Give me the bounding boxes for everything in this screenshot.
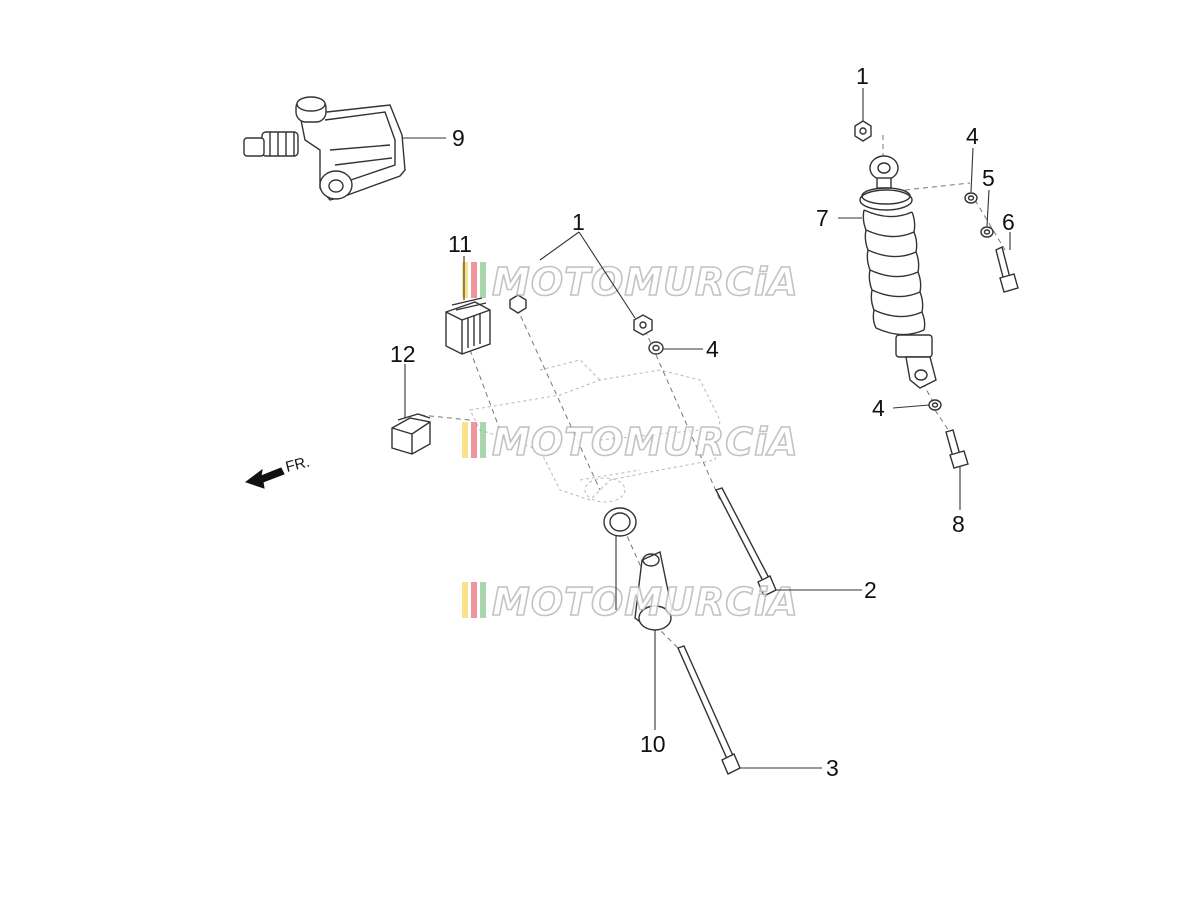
callout-numbers: 9 1 4 5 6 7 4 8 1 4 11 12 2 3 10 — [390, 63, 1015, 781]
arrow-left-icon — [244, 467, 285, 489]
callout-10: 10 — [640, 731, 666, 757]
watermark-stripe — [471, 422, 477, 458]
callout-4-right-bottom: 4 — [872, 395, 885, 421]
watermark-stripe — [462, 422, 468, 458]
part-6-bolt — [995, 245, 1019, 293]
ghost-linkage — [469, 359, 721, 503]
watermark-logo: MOTOMURCiA — [462, 579, 799, 625]
callout-2: 2 — [864, 577, 877, 603]
callout-4-right-top: 4 — [966, 123, 979, 149]
watermark-stripe — [480, 582, 486, 618]
watermark-stripe — [480, 422, 486, 458]
part-9-linkage-arm — [243, 96, 406, 201]
watermark-stripe — [471, 262, 477, 298]
direction-label: FR. — [284, 454, 312, 476]
part-7-shock-absorber — [859, 155, 937, 389]
leader-lines — [402, 88, 1011, 769]
callout-8: 8 — [952, 511, 965, 537]
callout-11: 11 — [448, 231, 472, 257]
part-2-long-bolt — [715, 487, 777, 597]
part-12-rubber-block — [391, 413, 431, 455]
watermark-logo: MOTOMURCiA — [462, 259, 799, 305]
watermark-stripe — [480, 262, 486, 298]
watermark-text: MOTOMURCiA — [492, 260, 799, 304]
watermark-stripe — [462, 262, 468, 298]
part-10-spacer — [603, 507, 673, 631]
part-3-long-bolt — [677, 645, 741, 775]
watermark-logo: MOTOMURCiA — [462, 419, 799, 465]
callout-3: 3 — [826, 755, 839, 781]
callout-7: 7 — [816, 205, 829, 231]
part-4-washer-mid — [648, 341, 664, 355]
callout-12: 12 — [390, 341, 416, 367]
watermark-stripe — [462, 582, 468, 618]
callout-9: 9 — [452, 125, 465, 151]
part-11-rubber-bushing — [445, 297, 491, 355]
watermark-text: MOTOMURCiA — [492, 420, 799, 464]
part-4-washer-right-top — [964, 192, 978, 204]
assembly-lines — [419, 135, 1006, 656]
watermark-stripe — [471, 582, 477, 618]
front-direction-indicator: FR. — [244, 454, 312, 489]
callout-5: 5 — [982, 165, 995, 191]
part-5-washer-right — [980, 226, 994, 238]
part-1-nuts-mid — [509, 294, 653, 336]
part-8-bolt — [945, 429, 969, 469]
callout-4-mid: 4 — [706, 336, 719, 362]
callout-1-mid: 1 — [572, 209, 585, 235]
callout-6: 6 — [1002, 209, 1015, 235]
watermark-text: MOTOMURCiA — [492, 580, 799, 624]
watermark-group: MOTOMURCiA MOTOMURCiA MOTOMURCiA — [462, 259, 799, 625]
callout-1-top: 1 — [856, 63, 869, 89]
part-1-nut-top — [854, 120, 872, 142]
part-4-washer-right-bottom — [928, 399, 942, 411]
